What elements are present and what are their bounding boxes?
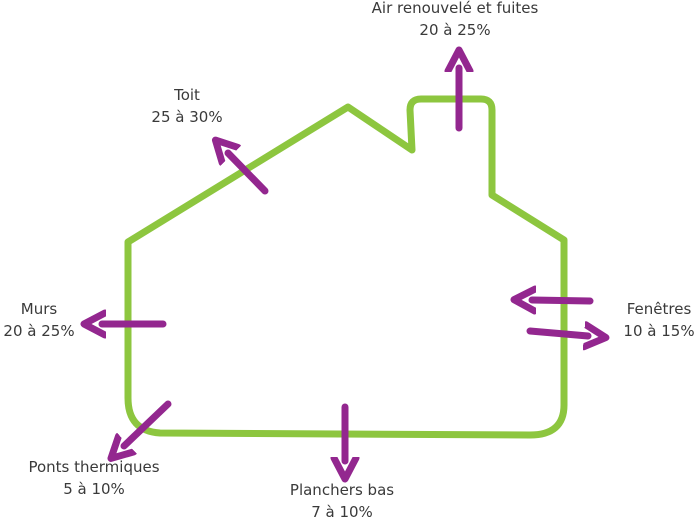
- label-fenetres-name: Fenêtres: [626, 300, 692, 318]
- label-planchers-value: 7 à 10%: [311, 503, 373, 521]
- arrow-fenetres-right: [526, 331, 588, 336]
- label-murs-name: Murs: [20, 300, 58, 318]
- label-air-value: 20 à 25%: [419, 21, 491, 39]
- arrow-toit: [228, 153, 269, 195]
- label-air: Air renouvelé et fuites 20 à 25%: [372, 0, 539, 41]
- label-ponts-value: 5 à 10%: [63, 480, 125, 498]
- label-murs-value: 20 à 25%: [3, 322, 75, 340]
- label-planchers-name: Planchers bas: [289, 481, 395, 499]
- label-murs: Murs 20 à 25%: [3, 298, 74, 342]
- arrow-fenetres-left: [532, 300, 594, 301]
- house-outline: [124, 95, 568, 439]
- label-fenetres-value: 10 à 15%: [623, 322, 695, 340]
- label-toit: Toit 25 à 30%: [151, 84, 222, 128]
- label-toit-name: Toit: [174, 86, 200, 104]
- label-air-name: Air renouvelé et fuites: [371, 0, 539, 17]
- label-fenetres: Fenêtres 10 à 15%: [623, 298, 694, 342]
- label-toit-value: 25 à 30%: [151, 108, 223, 126]
- label-planchers: Planchers bas 7 à 10%: [290, 479, 394, 523]
- arrows: [102, 68, 590, 461]
- arrow-ponts: [124, 400, 172, 446]
- label-ponts: Ponts thermiques 5 à 10%: [28, 456, 159, 500]
- label-ponts-name: Ponts thermiques: [28, 458, 160, 476]
